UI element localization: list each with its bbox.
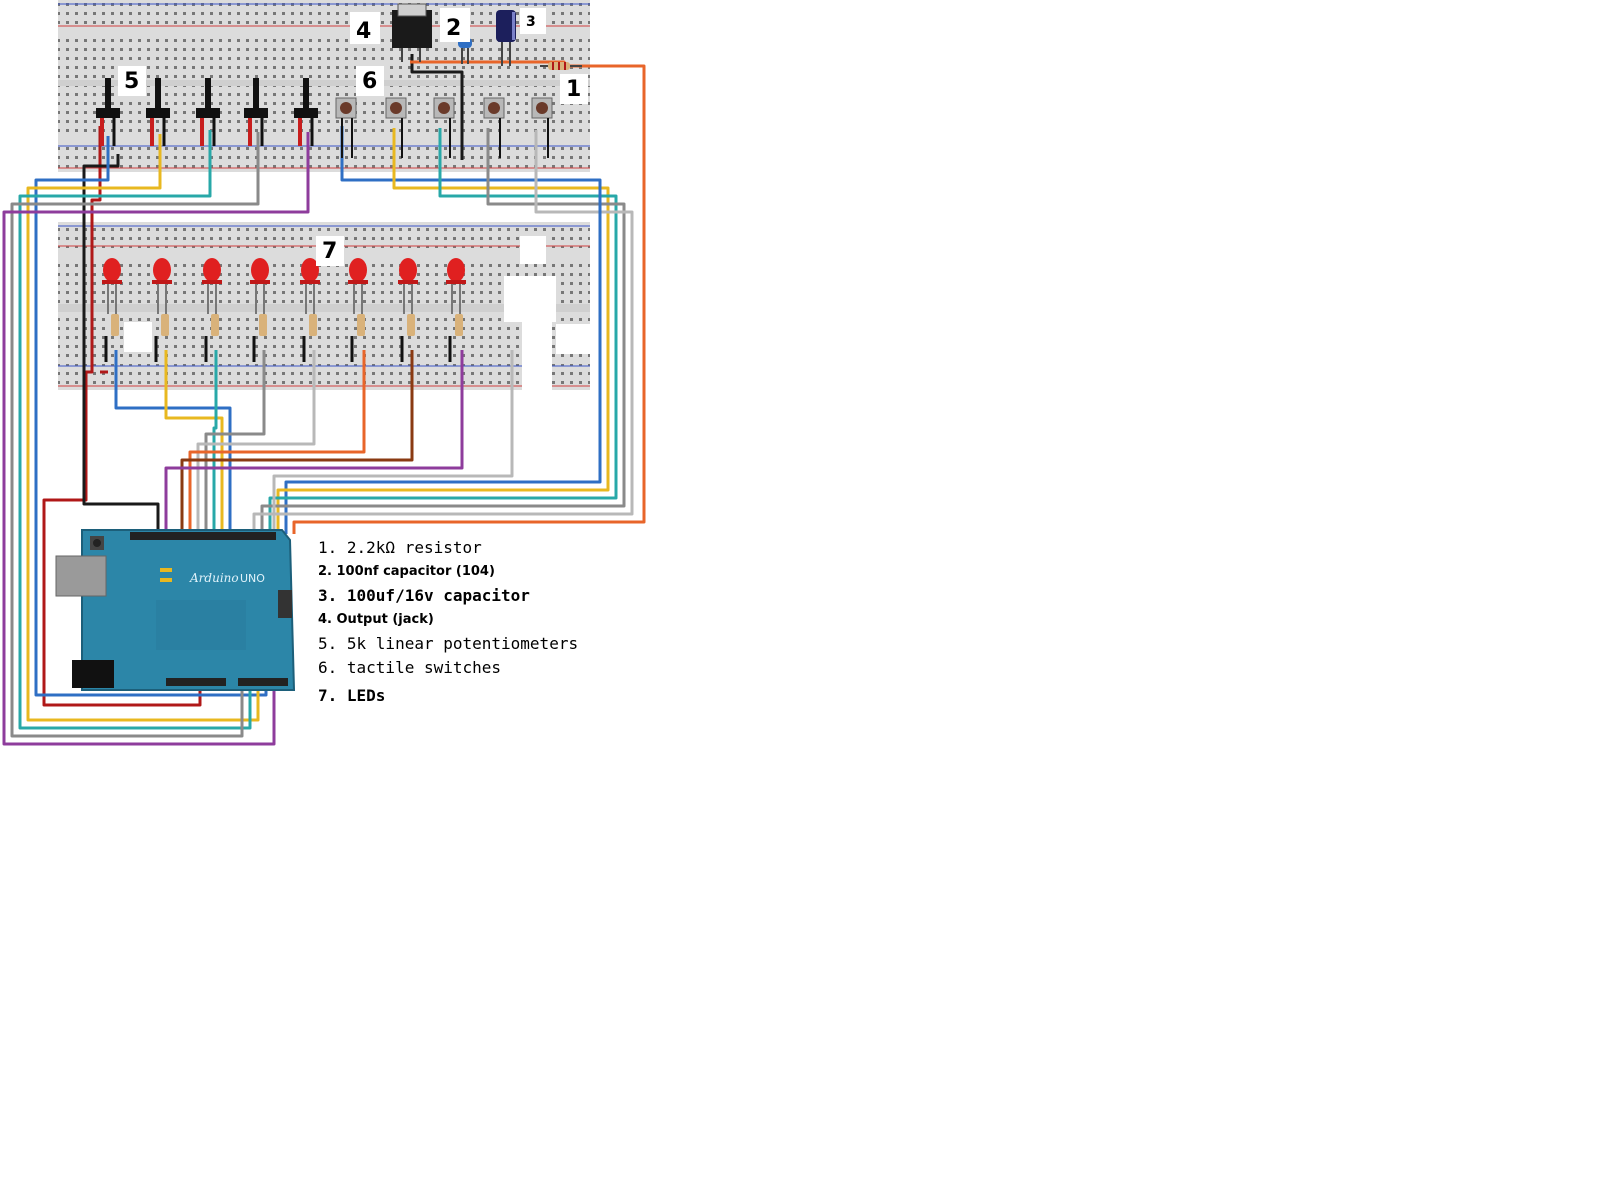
arduino-uno-board: Arduino UNO — [55, 529, 296, 691]
wire-gray-led4 — [204, 350, 266, 534]
legend-item-electrolytic-capacitor: 3. 100uf/16v capacitor — [318, 586, 530, 605]
led — [102, 258, 122, 362]
wire-white-switch5 — [252, 130, 634, 534]
wire-teal-pot3 — [18, 130, 252, 730]
callout-2: 2 — [446, 16, 461, 41]
wire-purple-pot5 — [2, 132, 310, 746]
component-legend: 1. 2.2kΩ resistor 2. 100nf capacitor (10… — [318, 536, 578, 708]
legend-item-leds: 7. LEDs — [318, 686, 386, 705]
potentiometer — [196, 78, 220, 146]
tactile-switch — [483, 97, 505, 158]
audio-jack-output — [392, 3, 432, 62]
electrolytic-capacitor — [496, 10, 516, 66]
wires — [2, 54, 646, 746]
potentiometer — [96, 78, 120, 146]
led — [446, 258, 466, 362]
tactile-switch — [385, 97, 407, 158]
leds — [102, 258, 466, 362]
wire-teal-led3 — [212, 350, 218, 534]
wire-brown-led7 — [180, 350, 414, 534]
callout-1: 1 — [566, 77, 581, 102]
resistor-2k2 — [540, 62, 582, 70]
legend-item-output-jack: 4. Output (jack) — [318, 612, 434, 627]
tactile-switch — [335, 97, 357, 158]
tactile-switch — [531, 97, 553, 158]
wire-yellow-pot2 — [26, 134, 260, 722]
tactile-switches — [335, 97, 553, 158]
legend-item-tactile-switches: 6. tactile switches — [318, 658, 502, 677]
wire-purple-led8 — [164, 350, 464, 534]
callout-6: 6 — [362, 69, 377, 94]
callout-3: 3 — [526, 14, 536, 30]
callout-4: 4 — [356, 19, 371, 44]
wire-blue-led1 — [114, 350, 232, 534]
callout-7: 7 — [322, 239, 337, 264]
potentiometer — [146, 78, 170, 146]
wire-blue-pot1 — [34, 136, 268, 697]
legend-item-ceramic-capacitor: 2. 100nf capacitor (104) — [318, 564, 495, 579]
led — [152, 258, 172, 362]
legend-item-resistor: 1. 2.2kΩ resistor — [318, 538, 482, 557]
wire-yellow-led2 — [164, 350, 224, 534]
board-brand: Arduino — [189, 571, 239, 585]
potentiometer — [244, 78, 268, 146]
wire-gray-pot4 — [10, 132, 260, 738]
board-model: UNO — [240, 572, 265, 585]
callout-labels: 1 2 3 4 5 6 7 — [118, 8, 588, 266]
wire-black-ground — [82, 154, 160, 532]
tactile-switch — [433, 97, 455, 158]
wire-red-power — [42, 126, 202, 707]
led — [348, 258, 368, 362]
led — [250, 258, 270, 362]
breadboard-bottom — [58, 222, 590, 390]
wire-teal-switch3 — [268, 128, 618, 534]
wire-gray-switch4 — [260, 128, 626, 534]
wire-white-bus — [272, 350, 514, 534]
potentiometers — [96, 78, 318, 146]
led — [398, 258, 418, 362]
wire-orange-led6 — [188, 350, 366, 534]
callout-5: 5 — [124, 69, 139, 94]
led — [300, 258, 320, 362]
potentiometer — [294, 78, 318, 146]
wire-white-led5 — [196, 350, 316, 534]
legend-item-potentiometers: 5. 5k linear potentiometers — [318, 634, 579, 653]
led — [202, 258, 222, 362]
